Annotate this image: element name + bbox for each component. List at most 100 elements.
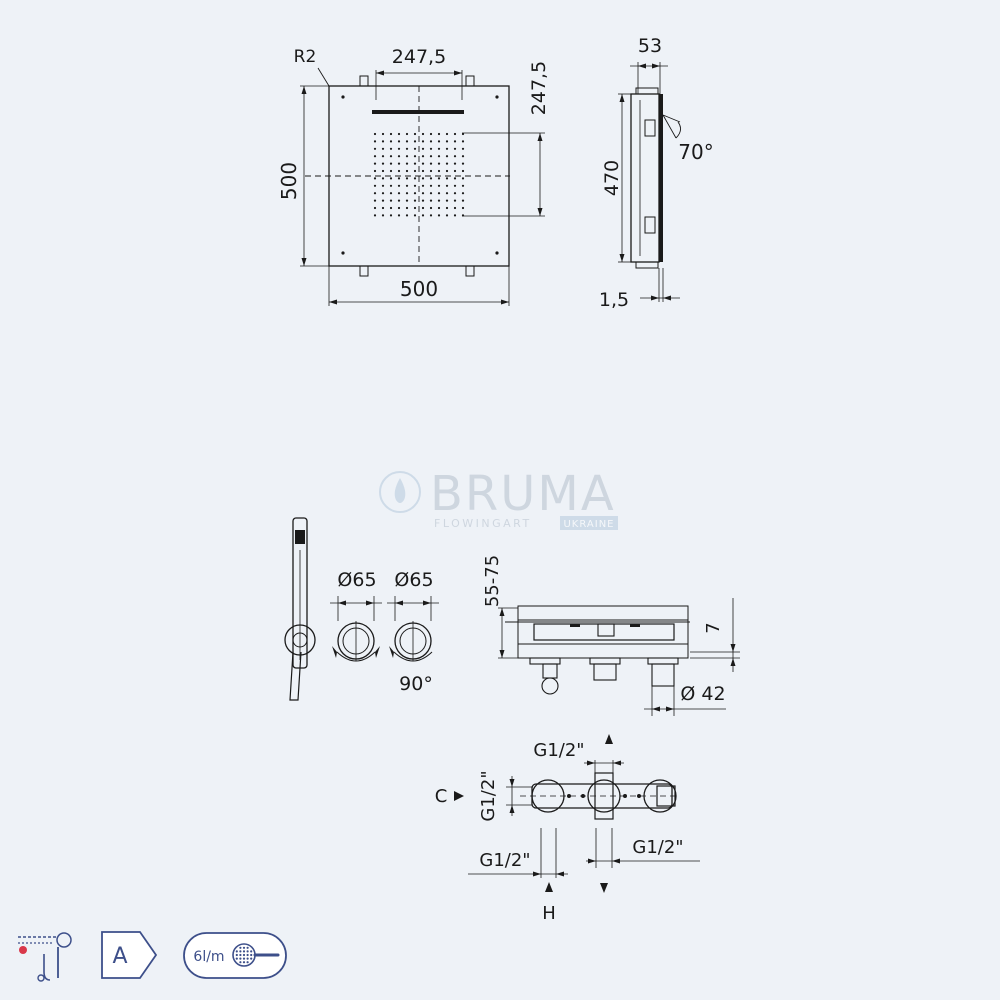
nozzle [389, 177, 393, 180]
arrow-head [376, 70, 384, 76]
nozzle [405, 169, 409, 173]
corner-hole [341, 251, 345, 255]
nozzle [461, 162, 465, 165]
rotation-arc-2 [393, 651, 433, 662]
nozzle [429, 177, 433, 180]
nozzle [429, 169, 433, 173]
cold-label: C [435, 786, 448, 807]
holder-end [541, 677, 559, 695]
nozzle [461, 155, 465, 158]
nozzle [429, 184, 433, 187]
central-port [597, 623, 615, 637]
drop-icon [394, 478, 406, 503]
nozzle [461, 177, 465, 180]
nozzle [381, 147, 385, 150]
corner-hole [341, 95, 345, 99]
arrow-head [395, 600, 403, 606]
nozzle [397, 147, 401, 150]
corner-hole [495, 95, 499, 99]
nozzle [445, 192, 449, 195]
nozzle [381, 214, 385, 217]
nozzle [461, 206, 465, 210]
nozzle [445, 184, 449, 187]
rotation-arrow [332, 646, 337, 658]
nozzle-grid [373, 132, 465, 217]
radius-leader [317, 67, 330, 87]
nozzle [373, 199, 377, 202]
aerator-dots [235, 946, 253, 964]
nozzle [429, 155, 433, 158]
nozzle [461, 147, 465, 150]
nozzle [421, 162, 425, 165]
side-view: 53 70° 470 1,5 [599, 35, 714, 311]
left-port-circle [531, 779, 565, 813]
thickness-label: 1,5 [599, 289, 629, 311]
arrow-head [652, 706, 660, 712]
embedded-body [533, 623, 675, 641]
nozzle [413, 177, 417, 180]
nozzle [389, 192, 393, 195]
down-arrow-icon [600, 883, 608, 893]
arrow-head [366, 600, 374, 606]
handle-stem-1 [542, 663, 558, 679]
nozzle [453, 169, 457, 173]
arrow-head [638, 63, 646, 69]
nozzle [405, 162, 409, 165]
nozzle [397, 192, 401, 195]
arrow-head [499, 608, 505, 616]
nozzle [389, 184, 393, 187]
top-bracket-right [465, 75, 475, 87]
nozzle [429, 132, 433, 136]
aerator-dot [250, 957, 253, 960]
side-top-cap [635, 87, 659, 95]
aerator-dot [235, 953, 238, 957]
nozzle [421, 169, 425, 173]
nozzle [453, 147, 457, 150]
nozzle [397, 177, 401, 180]
handle-body-3 [651, 663, 675, 687]
nozzle [437, 162, 441, 165]
nozzle [389, 162, 393, 165]
aerator-dot [250, 950, 253, 953]
mixer-section-view: 55-75 7 Ø 42 [482, 555, 740, 716]
hot-label: H [542, 903, 556, 924]
nozzle [413, 155, 417, 158]
nozzle [461, 192, 465, 195]
nozzle [373, 132, 377, 136]
outlet-diameter-label: Ø 42 [680, 683, 725, 705]
connections-view: G1/2" G1/2" C G1/2" H G1/2" [435, 734, 700, 924]
watermark: BRUMA FLOWINGART UKRAINE [379, 466, 618, 530]
arrow-head [501, 299, 509, 305]
aerator-dot [242, 957, 246, 960]
diameter-1-label: Ø65 [337, 569, 376, 591]
bottom-width-label: 500 [400, 277, 438, 301]
nozzle [389, 199, 393, 202]
nozzle [397, 132, 401, 136]
nozzle [413, 162, 417, 165]
nozzle [405, 177, 409, 180]
nozzle [445, 147, 449, 150]
nozzle [389, 132, 393, 136]
nozzle [373, 147, 377, 150]
nozzle [413, 147, 417, 150]
rosette-1 [529, 657, 561, 665]
aerator-dot [246, 946, 249, 949]
waterfall-outlet [644, 119, 656, 137]
top-view: R2 247,5 247,5 500 500 [277, 46, 550, 306]
arrow-head [509, 779, 515, 787]
nozzle [437, 192, 441, 195]
arrow-head [537, 133, 543, 141]
radius-label: R2 [294, 47, 317, 67]
arrow-head [652, 63, 660, 69]
aerator-dot [246, 950, 249, 953]
nozzle [413, 184, 417, 187]
arrow-head [587, 760, 595, 766]
nozzle [381, 140, 385, 143]
nozzle [381, 184, 385, 187]
corner-hole [495, 251, 499, 255]
rosette-2 [589, 657, 621, 665]
badges: A 6l/m [18, 931, 287, 982]
port-dot [637, 794, 641, 798]
rotation-arrow [389, 646, 394, 658]
nozzle [429, 147, 433, 150]
